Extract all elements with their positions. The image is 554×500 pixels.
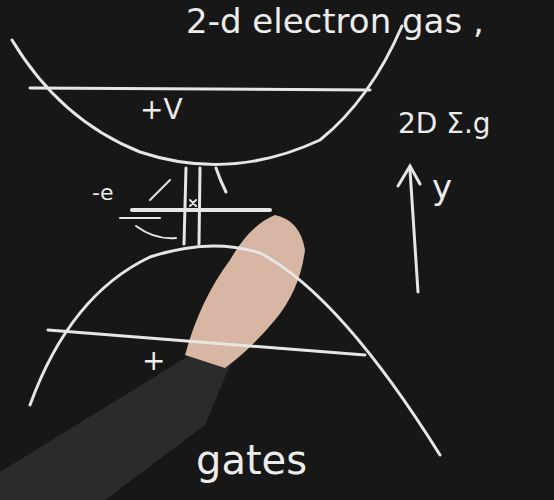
electron-label: -e	[92, 182, 113, 204]
channel-line	[184, 168, 186, 244]
channel-line	[199, 168, 200, 244]
electron-path	[132, 208, 270, 212]
axis-label: y	[432, 170, 452, 204]
sleeve	[0, 355, 230, 500]
field-line	[216, 168, 226, 192]
field-line	[136, 226, 176, 238]
side-note: 2D Σ.g	[398, 110, 491, 138]
heading-note: 2-d electron gas ,	[186, 4, 484, 38]
field-line	[150, 180, 170, 200]
electron-path	[120, 217, 160, 219]
y-axis-arrow	[410, 170, 418, 292]
caption-note: gates	[196, 440, 307, 480]
gate-voltage: +	[142, 347, 165, 375]
arrow-head	[398, 166, 420, 186]
gate-voltage: +V	[140, 96, 183, 124]
cross-mark	[190, 200, 196, 206]
